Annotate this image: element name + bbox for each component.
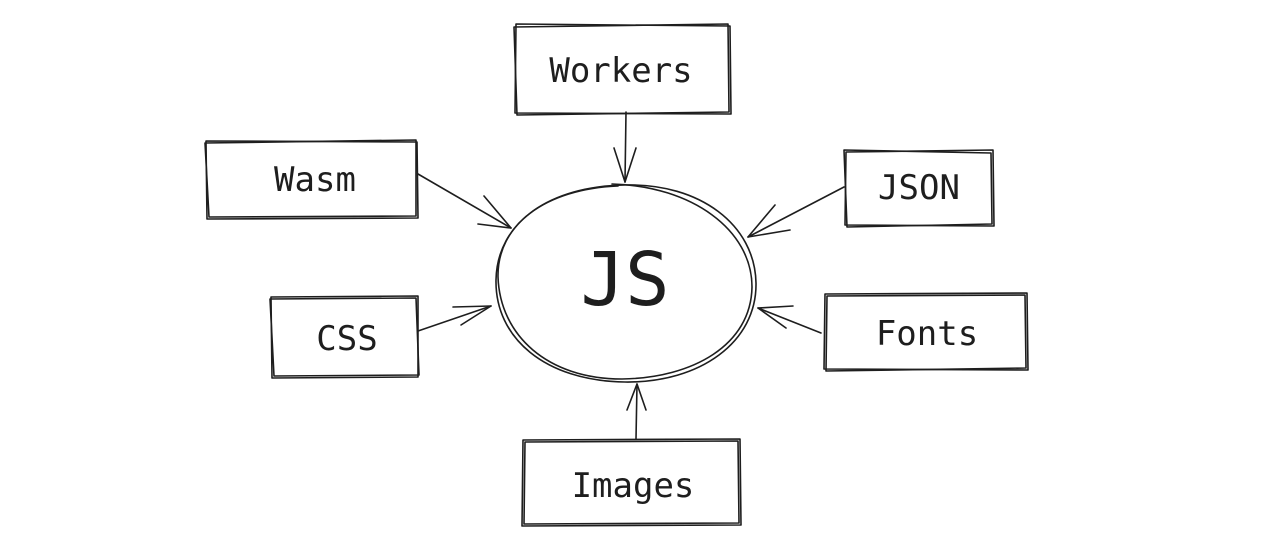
node-workers-box-stroke-2 bbox=[513, 23, 730, 116]
arrow-css-to-js bbox=[417, 305, 492, 332]
node-wasm[interactable]: Wasm bbox=[204, 139, 419, 220]
center-node-js[interactable]: JS bbox=[495, 183, 757, 383]
node-wasm-label: Wasm bbox=[274, 160, 356, 200]
node-json-box-stroke-2 bbox=[843, 149, 993, 228]
node-json[interactable]: JSON bbox=[843, 149, 995, 228]
node-css-label: CSS bbox=[316, 319, 377, 359]
center-label: JS bbox=[580, 237, 669, 323]
node-css-box-stroke-2 bbox=[269, 297, 420, 377]
node-fonts[interactable]: Fonts bbox=[823, 292, 1029, 372]
node-workers-label: Workers bbox=[549, 51, 692, 91]
node-css-box bbox=[270, 295, 419, 379]
node-wasm-box-stroke-2 bbox=[204, 139, 417, 218]
node-css[interactable]: CSS bbox=[269, 295, 420, 379]
arrow-fonts-to-js bbox=[757, 305, 822, 334]
node-images-box-stroke-2 bbox=[523, 440, 740, 525]
node-fonts-box bbox=[823, 292, 1029, 371]
node-workers[interactable]: Workers bbox=[513, 23, 732, 116]
node-images-box bbox=[521, 438, 742, 527]
arrow-workers-to-js bbox=[613, 111, 637, 183]
arrow-json-to-js bbox=[747, 186, 845, 238]
arrow-wasm-to-js bbox=[417, 173, 512, 229]
node-fonts-box-stroke-2 bbox=[825, 294, 1027, 372]
center-ellipse-stroke-2 bbox=[497, 183, 753, 380]
node-fonts-label: Fonts bbox=[876, 314, 978, 354]
node-images-label: Images bbox=[572, 466, 695, 506]
arrow-images-to-js bbox=[626, 383, 647, 440]
node-images[interactable]: Images bbox=[521, 438, 742, 527]
node-json-label: JSON bbox=[878, 168, 960, 208]
